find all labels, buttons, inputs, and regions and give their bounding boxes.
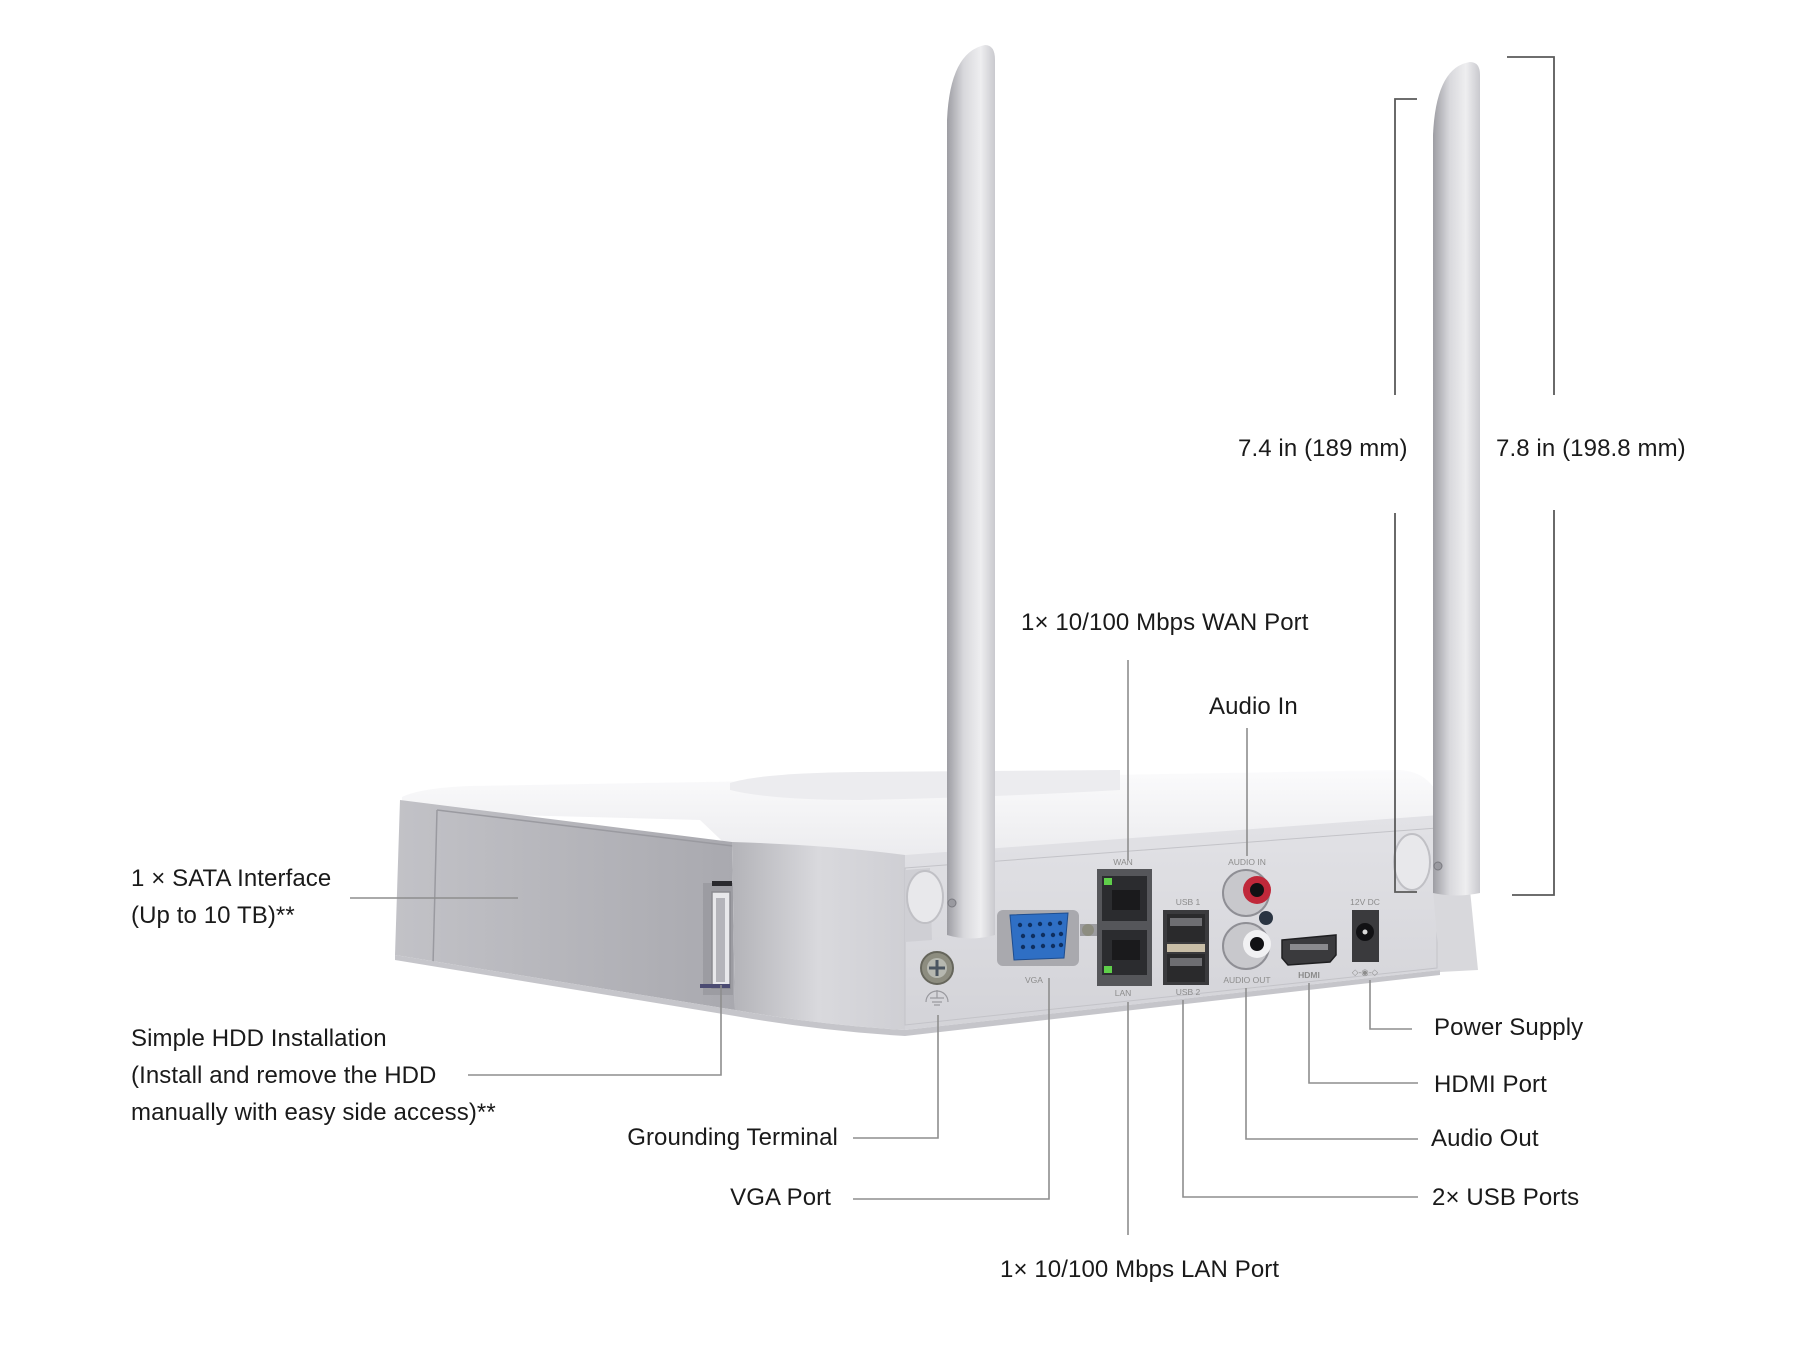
- audio-ports: AUDIO IN AUDIO OUT: [1222, 857, 1273, 985]
- nvr-device: VGA WAN LAN USB 1 USB 2 AUDIO I: [395, 770, 1478, 1036]
- antenna-right: [1433, 62, 1480, 896]
- callout-lan-port: 1× 10/100 Mbps LAN Port: [1000, 1256, 1280, 1283]
- vga-printed-label: VGA: [1025, 975, 1043, 985]
- leader-hdmi: [1308, 983, 1418, 1084]
- leader-grounding: [853, 1015, 939, 1139]
- ethernet-ports: WAN LAN: [1097, 857, 1152, 998]
- polarity-symbol: ◇-◉-◇: [1352, 967, 1379, 977]
- callout-vga-port: VGA Port: [730, 1184, 831, 1211]
- lan-printed-label: LAN: [1115, 988, 1132, 998]
- hdd-line-3: manually with easy side access)**: [131, 1099, 496, 1126]
- callout-audio-out: Audio Out: [1431, 1125, 1539, 1152]
- ground-symbol-icon: [925, 990, 949, 1006]
- hdd-line-2: (Install and remove the HDD: [131, 1062, 437, 1089]
- device-top-panel: [730, 770, 1120, 800]
- device-bottom-edge: [395, 955, 1440, 1036]
- leader-vga: [853, 978, 1050, 1200]
- rear-panel-recess: [904, 827, 1438, 1026]
- callout-grounding-terminal: Grounding Terminal: [627, 1124, 838, 1151]
- dimension-bracket-total: [1507, 56, 1555, 896]
- sata-line-1: 1 × SATA Interface: [131, 865, 332, 892]
- hdmi-port: HDMI: [1281, 934, 1337, 980]
- antenna-left: [947, 45, 995, 939]
- vga-connector: VGA: [997, 910, 1098, 985]
- antenna-hinge-right: [1393, 833, 1478, 972]
- callout-usb-ports: 2× USB Ports: [1432, 1184, 1580, 1211]
- dimension-bracket-short: [1394, 98, 1417, 893]
- dimension-total-label: 7.8 in (198.8 mm): [1496, 435, 1686, 462]
- device-corner: [732, 842, 905, 1030]
- sata-line-2: (Up to 10 TB)**: [131, 902, 295, 929]
- leader-usb: [1182, 1000, 1418, 1198]
- wan-printed-label: WAN: [1113, 857, 1133, 867]
- hdd-line-1: Simple HDD Installation: [131, 1025, 387, 1052]
- leader-audio-out: [1245, 988, 1418, 1140]
- usb1-printed-label: USB 1: [1176, 897, 1201, 907]
- audio-out-printed-label: AUDIO OUT: [1223, 975, 1270, 985]
- callout-audio-in: Audio In: [1209, 693, 1298, 720]
- usb2-printed-label: USB 2: [1176, 987, 1201, 997]
- dimension-short-label: 7.4 in (189 mm): [1238, 435, 1408, 462]
- leader-power: [1369, 980, 1412, 1030]
- hdmi-printed-label: HDMI: [1298, 970, 1320, 980]
- callout-power-supply: Power Supply: [1434, 1014, 1584, 1041]
- callout-hdmi-port: HDMI Port: [1434, 1071, 1547, 1098]
- callout-hdd-installation: Simple HDD Installation (Install and rem…: [131, 1020, 496, 1131]
- antenna-hinge-left: [905, 868, 944, 942]
- callout-wan-port: 1× 10/100 Mbps WAN Port: [1021, 609, 1309, 636]
- callout-sata-interface: 1 × SATA Interface (Up to 10 TB)**: [131, 860, 331, 934]
- usb-ports: USB 1 USB 2: [1163, 897, 1209, 997]
- grounding-screw: [920, 951, 954, 985]
- device-side-face: [395, 800, 735, 1010]
- hdd-slot: [700, 881, 733, 995]
- leader-hdd: [468, 985, 722, 1076]
- leader-lines: [350, 660, 1418, 1235]
- audio-in-printed-label: AUDIO IN: [1228, 857, 1266, 867]
- power-printed-label: 12V DC: [1350, 897, 1380, 907]
- power-jack: 12V DC ◇-◉-◇: [1350, 897, 1380, 977]
- hdd-cover-seam: [432, 809, 734, 966]
